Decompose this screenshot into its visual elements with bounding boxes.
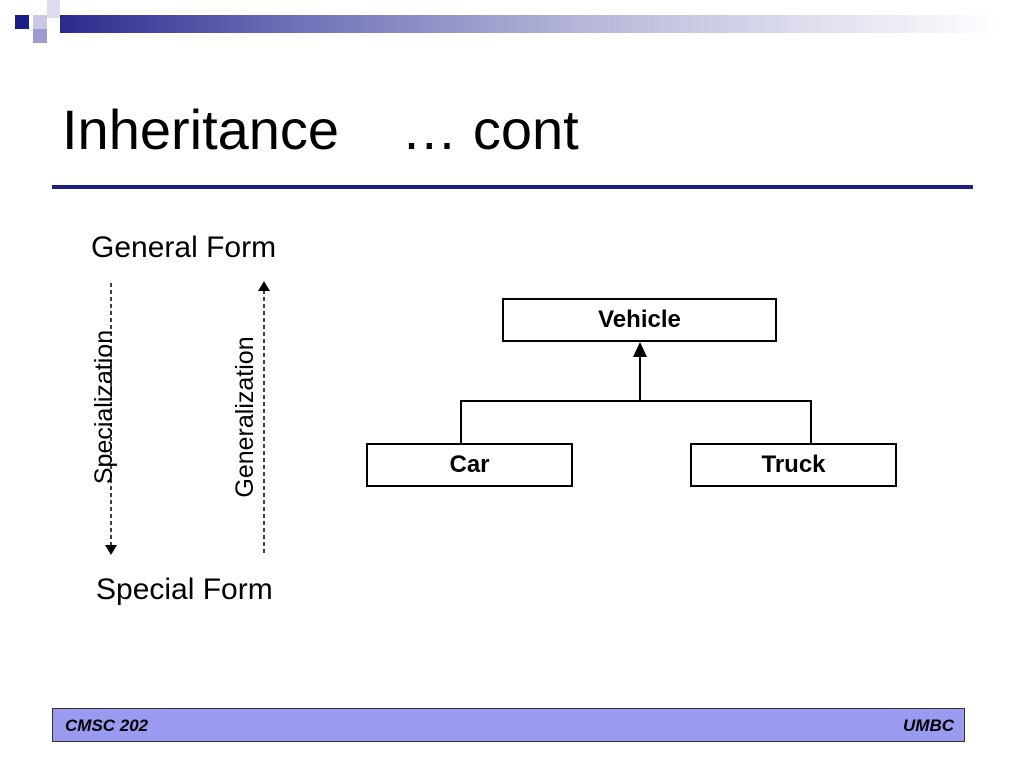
slide-title: Inheritance … cont bbox=[62, 98, 579, 161]
slide-footer: CMSC 202 UMBC bbox=[52, 708, 965, 742]
footer-course-label: CMSC 202 bbox=[65, 716, 149, 735]
tree-arrowhead bbox=[633, 342, 647, 357]
truck-node: Truck bbox=[690, 443, 897, 487]
footer-school-label: UMBC bbox=[903, 716, 954, 735]
header-square-white bbox=[15, 33, 29, 47]
vehicle-node-label: Vehicle bbox=[598, 306, 681, 333]
header-square-mid bbox=[33, 29, 47, 43]
vehicle-node: Vehicle bbox=[502, 298, 777, 342]
header-square-light bbox=[33, 15, 47, 29]
generalization-label: Generalization bbox=[231, 336, 259, 498]
truck-node-label: Truck bbox=[761, 451, 826, 478]
generalization-arrowhead bbox=[258, 281, 270, 291]
special-form-label: Special Form bbox=[96, 573, 273, 606]
specialization-label: Specialization bbox=[90, 329, 118, 485]
car-node-label: Car bbox=[449, 451, 490, 478]
header-square-pale bbox=[47, 0, 60, 18]
header-square-dark bbox=[15, 15, 29, 29]
car-node: Car bbox=[366, 443, 573, 487]
title-divider bbox=[52, 185, 973, 189]
header-gradient-band bbox=[60, 15, 1000, 33]
specialization-arrowhead bbox=[105, 545, 117, 555]
general-form-label: General Form bbox=[91, 231, 277, 264]
